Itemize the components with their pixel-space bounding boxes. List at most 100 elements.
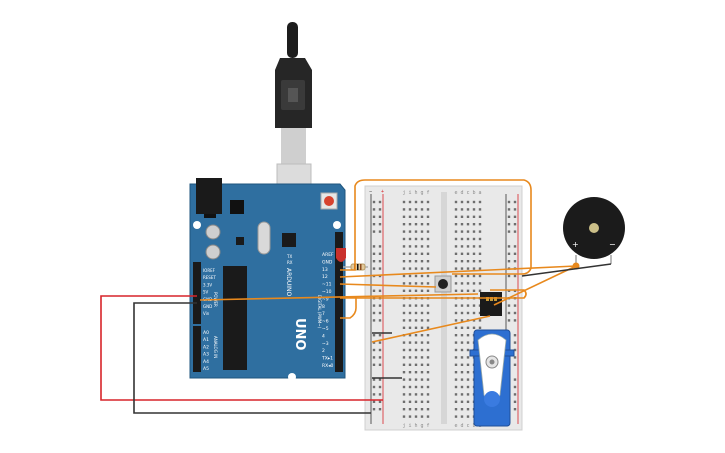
wire-buzzer-gnd-black[interactable] [521, 263, 612, 277]
rail-hole[interactable] [513, 341, 517, 344]
breadboard-hole[interactable] [460, 415, 464, 418]
breadboard-hole[interactable] [472, 237, 476, 241]
breadboard-hole[interactable] [420, 363, 424, 366]
breadboard-hole[interactable] [402, 215, 406, 218]
breadboard-hole[interactable] [402, 408, 406, 411]
breadboard-hole[interactable] [466, 230, 470, 233]
breadboard-hole[interactable] [420, 393, 424, 396]
breadboard-hole[interactable] [402, 208, 406, 211]
breadboard-hole[interactable] [460, 385, 464, 389]
breadboard-hole[interactable] [408, 252, 412, 255]
breadboard-hole[interactable] [402, 260, 406, 263]
breadboard-hole[interactable] [402, 385, 406, 389]
breadboard-hole[interactable] [420, 252, 424, 255]
rail-hole[interactable] [378, 200, 382, 204]
rail-hole[interactable] [513, 215, 517, 218]
breadboard-hole[interactable] [460, 223, 464, 226]
breadboard-hole[interactable] [466, 385, 470, 389]
breadboard-hole[interactable] [426, 326, 430, 329]
breadboard-hole[interactable] [420, 260, 424, 263]
breadboard-hole[interactable] [472, 200, 476, 204]
rail-hole[interactable] [507, 215, 511, 218]
breadboard-hole[interactable] [402, 289, 406, 292]
breadboard-hole[interactable] [472, 260, 476, 263]
breadboard-hole[interactable] [454, 237, 458, 241]
breadboard-hole[interactable] [402, 267, 406, 270]
breadboard-hole[interactable] [454, 334, 458, 337]
breadboard-hole[interactable] [466, 237, 470, 241]
breadboard-hole[interactable] [472, 304, 476, 307]
rail-hole[interactable] [513, 363, 517, 366]
breadboard-hole[interactable] [466, 415, 470, 418]
breadboard-hole[interactable] [402, 311, 406, 315]
breadboard-hole[interactable] [426, 289, 430, 292]
breadboard-hole[interactable] [420, 400, 424, 403]
breadboard-hole[interactable] [414, 200, 418, 204]
rail-hole[interactable] [513, 208, 517, 211]
breadboard-hole[interactable] [408, 245, 412, 248]
rail-hole[interactable] [378, 252, 382, 255]
breadboard-hole[interactable] [478, 319, 482, 322]
breadboard-hole[interactable] [426, 385, 430, 389]
breadboard-hole[interactable] [426, 223, 430, 226]
breadboard-hole[interactable] [408, 200, 412, 204]
breadboard-hole[interactable] [460, 363, 464, 366]
breadboard-hole[interactable] [460, 371, 464, 374]
breadboard-hole[interactable] [414, 408, 418, 411]
breadboard-hole[interactable] [426, 252, 430, 255]
rail-hole[interactable] [513, 274, 517, 278]
rail-hole[interactable] [513, 348, 517, 352]
breadboard-hole[interactable] [454, 393, 458, 396]
breadboard-hole[interactable] [454, 319, 458, 322]
breadboard-hole[interactable] [402, 319, 406, 322]
breadboard-hole[interactable] [478, 237, 482, 241]
breadboard-hole[interactable] [426, 363, 430, 366]
rail-hole[interactable] [378, 385, 382, 389]
breadboard-hole[interactable] [460, 356, 464, 359]
breadboard-hole[interactable] [466, 400, 470, 403]
breadboard-hole[interactable] [454, 282, 458, 285]
breadboard-hole[interactable] [460, 208, 464, 211]
breadboard-hole[interactable] [426, 311, 430, 315]
rail-hole[interactable] [372, 245, 376, 248]
rail-hole[interactable] [513, 393, 517, 396]
wire-pin13-orange[interactable] [340, 179, 532, 275]
usb-cable[interactable] [275, 22, 312, 205]
breadboard-hole[interactable] [414, 415, 418, 418]
rail-hole[interactable] [372, 289, 376, 292]
breadboard-hole[interactable] [420, 200, 424, 204]
rail-hole[interactable] [372, 223, 376, 226]
breadboard-hole[interactable] [466, 341, 470, 344]
rail-hole[interactable] [513, 200, 517, 204]
breadboard-hole[interactable] [408, 260, 412, 263]
breadboard-hole[interactable] [454, 356, 458, 359]
breadboard-hole[interactable] [478, 200, 482, 204]
breadboard-hole[interactable] [408, 371, 412, 374]
wire-vin-orange[interactable] [199, 293, 479, 301]
breadboard-hole[interactable] [414, 282, 418, 285]
breadboard-hole[interactable] [454, 208, 458, 211]
breadboard-hole[interactable] [426, 200, 430, 204]
breadboard-hole[interactable] [466, 363, 470, 366]
breadboard-hole[interactable] [420, 334, 424, 337]
breadboard-hole[interactable] [414, 223, 418, 226]
breadboard-hole[interactable] [420, 230, 424, 233]
breadboard-hole[interactable] [408, 348, 412, 352]
rail-hole[interactable] [372, 378, 376, 381]
rail-hole[interactable] [372, 408, 376, 411]
breadboard-hole[interactable] [460, 341, 464, 344]
breadboard-hole[interactable] [454, 326, 458, 329]
rail-hole[interactable] [378, 311, 382, 315]
wire-pin7-orange[interactable] [340, 296, 357, 319]
breadboard-hole[interactable] [460, 400, 464, 403]
rail-hole[interactable] [513, 378, 517, 381]
breadboard-hole[interactable] [426, 282, 430, 285]
breadboard-hole[interactable] [408, 304, 412, 307]
breadboard-hole[interactable] [466, 252, 470, 255]
breadboard-hole[interactable] [460, 289, 464, 292]
breadboard-hole[interactable] [466, 289, 470, 292]
rail-hole[interactable] [372, 215, 376, 218]
breadboard-hole[interactable] [472, 319, 476, 322]
breadboard-hole[interactable] [414, 378, 418, 381]
breadboard-hole[interactable] [426, 304, 430, 307]
